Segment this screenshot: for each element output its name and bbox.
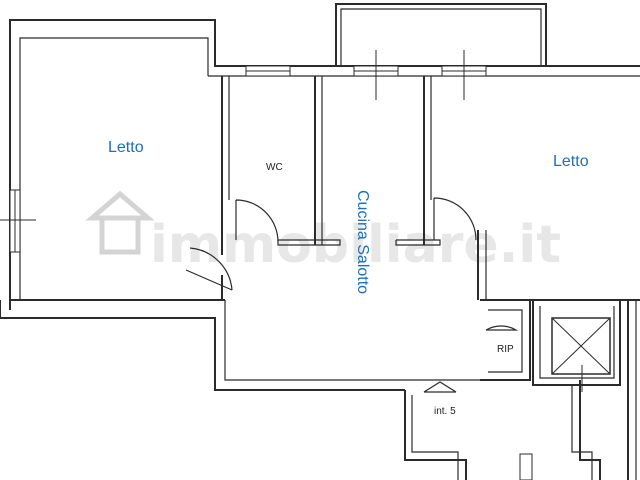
windows	[0, 50, 487, 253]
room-label-storage: RIP	[497, 344, 514, 355]
unit-label: int. 5	[434, 406, 456, 417]
house-icon	[85, 190, 155, 255]
room-label-bedroom-right: Letto	[553, 153, 589, 170]
watermark-text: immobiliare.it	[150, 215, 561, 275]
watermark: immobiliare.it	[85, 190, 561, 275]
interior-walls	[221, 76, 487, 300]
room-label-wc: WC	[266, 162, 283, 173]
doors	[185, 197, 519, 393]
landing	[404, 380, 601, 480]
room-label-kitchen-living: Cucina Salotto	[354, 190, 371, 294]
room-label-bedroom-left: Letto	[108, 139, 144, 156]
balcony	[335, 3, 547, 66]
lift-icon	[551, 317, 611, 392]
